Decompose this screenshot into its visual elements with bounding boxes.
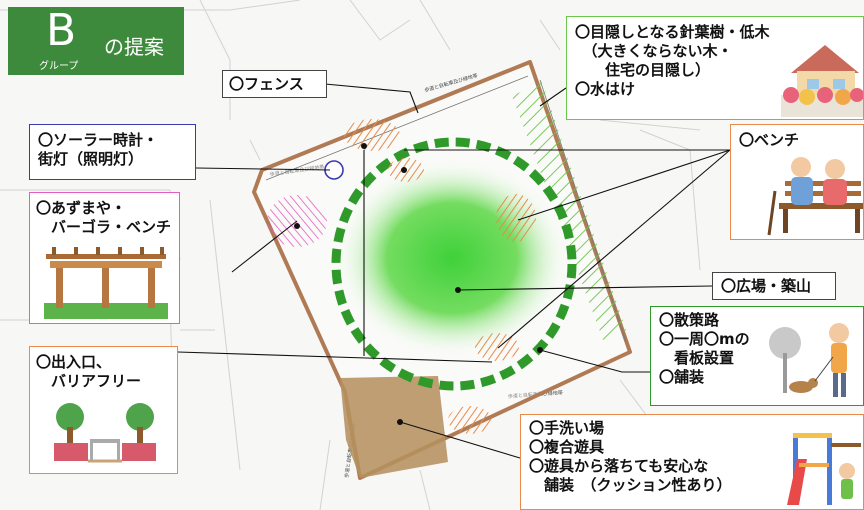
playground-equipment-icon — [787, 433, 861, 505]
label-playground: 〇手洗い場 〇複合遊具 〇遊具から落ちても安心な 舗装 （クッション性あり） — [520, 414, 864, 510]
playground-area — [340, 376, 448, 478]
group-subtitle: グループ — [39, 61, 79, 72]
label-hedge-line-2: （大きくならない木・ — [575, 42, 733, 60]
label-solar-line-2: 街灯（照明灯） — [38, 150, 144, 168]
bench-spot — [496, 194, 536, 242]
label-plaza: 〇広場・築山 — [712, 272, 836, 300]
bench-spot — [448, 406, 492, 434]
leader-lines — [177, 83, 731, 459]
group-title-box: B グループ の提案 — [8, 5, 184, 75]
group-letter: B — [46, 5, 77, 56]
dog-walk-icon — [769, 323, 849, 397]
label-play-line-4: 舗装 （クッション性あり） — [529, 476, 732, 494]
label-azumaya-line-1: 〇あずまや・ — [36, 199, 127, 217]
label-entrance-line-2: バリアフリー — [36, 372, 142, 390]
label-hedge-line-4: 〇水はけ — [575, 80, 636, 98]
label-plaza-text: 〇広場・築山 — [721, 277, 812, 295]
label-azumaya: 〇あずまや・ バーゴラ・ベンチ — [29, 192, 180, 324]
leader-dot — [455, 287, 461, 293]
label-path-line-3: 看板設置 — [659, 349, 735, 367]
label-path-line-1: 〇散策路 — [659, 311, 720, 329]
house-hedge-icon — [781, 45, 863, 117]
leader-dot — [537, 347, 543, 353]
label-fence: 〇フェンス — [222, 70, 327, 98]
label-entrance-line-1: 〇出入口、 — [36, 353, 112, 371]
label-play-line-1: 〇手洗い場 — [529, 419, 605, 437]
label-path-line-2: 〇一周〇mの — [659, 330, 750, 348]
leader-dot — [294, 223, 300, 229]
pergola-icon — [44, 247, 168, 319]
leader-dot — [361, 143, 367, 149]
walking-path — [331, 137, 577, 391]
label-bench: 〇ベンチ — [730, 124, 864, 240]
leader-dot — [401, 167, 407, 173]
label-bench-text: 〇ベンチ — [739, 131, 800, 149]
label-solar-clock: 〇ソーラー時計・ 街灯（照明灯） — [29, 124, 196, 180]
label-play-line-2: 〇複合遊具 — [529, 438, 605, 456]
plaza-hill — [334, 158, 570, 358]
entrance-gate-icon — [54, 403, 156, 463]
label-fence-text: 〇フェンス — [229, 75, 304, 93]
label-solar-line-1: 〇ソーラー時計・ — [38, 131, 159, 149]
label-path-line-4: 〇舗装 — [659, 368, 705, 386]
leader-dot — [397, 419, 403, 425]
bench-spot — [344, 119, 400, 151]
label-entrance: 〇出入口、 バリアフリー — [29, 346, 178, 474]
label-hedge-line-1: 〇目隠しとなる針葉樹・低木 — [575, 23, 770, 41]
bench-spot — [475, 333, 519, 361]
proposal-title: の提案 — [104, 35, 164, 59]
label-walking-path: 〇散策路 〇一周〇mの 看板設置 〇舗装 — [650, 306, 864, 406]
label-hedge-line-3: 住宅の目隠し） — [575, 61, 711, 79]
label-azumaya-line-2: バーゴラ・ベンチ — [36, 218, 172, 236]
label-play-line-3: 〇遊具から落ちても安心な — [529, 457, 709, 475]
bench-people-icon — [767, 157, 863, 236]
label-hedge: 〇目隠しとなる針葉樹・低木 （大きくならない木・ 住宅の目隠し） 〇水はけ — [566, 16, 864, 120]
hedge-area — [512, 82, 626, 342]
